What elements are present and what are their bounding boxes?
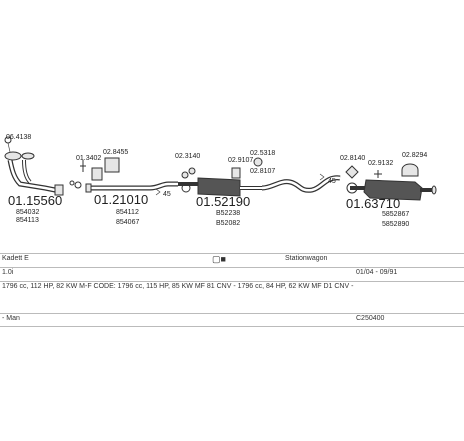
clamp-group[interactable]: 01.3402 02.8455	[76, 149, 128, 181]
flange-icon	[4, 151, 22, 161]
part-ref-1a: 854032	[16, 209, 39, 216]
car-icon: ▢■	[212, 254, 226, 264]
model-name: Kadett E	[2, 255, 29, 262]
hanger-1[interactable]: 02.3140	[175, 153, 200, 193]
hanger-icon	[181, 171, 189, 179]
label-h: 02.8140	[340, 155, 365, 162]
exhaust-diagram: 06.4138 01.15560 854032 854113 01.3402 0…	[4, 134, 437, 228]
label-a: 06.4138	[6, 134, 31, 141]
production-dates: 01/04 - 09/91	[356, 269, 398, 276]
part-ref-2b: 854067	[116, 219, 139, 226]
label-l: 45	[328, 178, 336, 185]
part-ref-3b: B52082	[216, 220, 240, 227]
catalog-code: C250400	[356, 315, 385, 322]
engine-description: 1796 cc, 112 HP, 82 KW M-F CODE: 1796 cc…	[2, 283, 354, 290]
hanger-4[interactable]: 02.9132	[368, 160, 393, 178]
brand: - Man	[2, 315, 20, 322]
info-row-bottom	[0, 326, 464, 328]
intermediate-pipe[interactable]	[85, 181, 178, 193]
middle-silencer[interactable]	[178, 177, 262, 197]
part-ref-1b: 854113	[16, 217, 39, 224]
rear-clamp[interactable]: 02.8140	[340, 155, 365, 194]
part-ref-4a: 5852867	[382, 211, 409, 218]
label-i: 02.9132	[368, 160, 393, 167]
engine: 1.0i	[2, 269, 14, 276]
part-number-1: 01.15560	[8, 193, 62, 208]
part-number-3: 01.52190	[196, 194, 250, 209]
label-e: 02.9107	[228, 157, 253, 164]
part-number-2: 01.21010	[94, 192, 148, 207]
info-row-description: 1796 cc, 112 HP, 82 KW M-F CODE: 1796 cc…	[0, 281, 464, 293]
front-pipe[interactable]: 06.4138	[4, 134, 82, 196]
part-number-4: 01.63710	[346, 196, 400, 211]
label-b: 01.3402	[76, 155, 101, 162]
hanger-3[interactable]: 02.5318 02.8107	[250, 150, 275, 175]
part-ref-3a: B52238	[216, 210, 240, 217]
label-j: 02.8294	[402, 152, 427, 159]
rear-pipe[interactable]	[261, 175, 341, 193]
part-ref-2a: 854112	[116, 209, 139, 216]
clamp-icon	[91, 167, 103, 181]
rear-silencer[interactable]	[350, 179, 437, 201]
label-c: 02.8455	[103, 149, 128, 156]
info-row-brand: - Man C250400	[0, 313, 464, 325]
label-g: 02.8107	[250, 168, 275, 175]
label-d: 02.3140	[175, 153, 200, 160]
hanger-5[interactable]: 02.8294	[401, 152, 427, 177]
info-row-model: Kadett E ▢■ Stationwagon	[0, 253, 464, 265]
part-ref-4b: 5852890	[382, 221, 409, 228]
label-f: 02.5318	[250, 150, 275, 157]
hanger-2[interactable]: 02.9107	[228, 157, 253, 179]
label-k: 45	[163, 191, 171, 198]
info-row-engine: 1.0i 01/04 - 09/91	[0, 267, 464, 279]
body-type: Stationwagon	[285, 255, 328, 262]
